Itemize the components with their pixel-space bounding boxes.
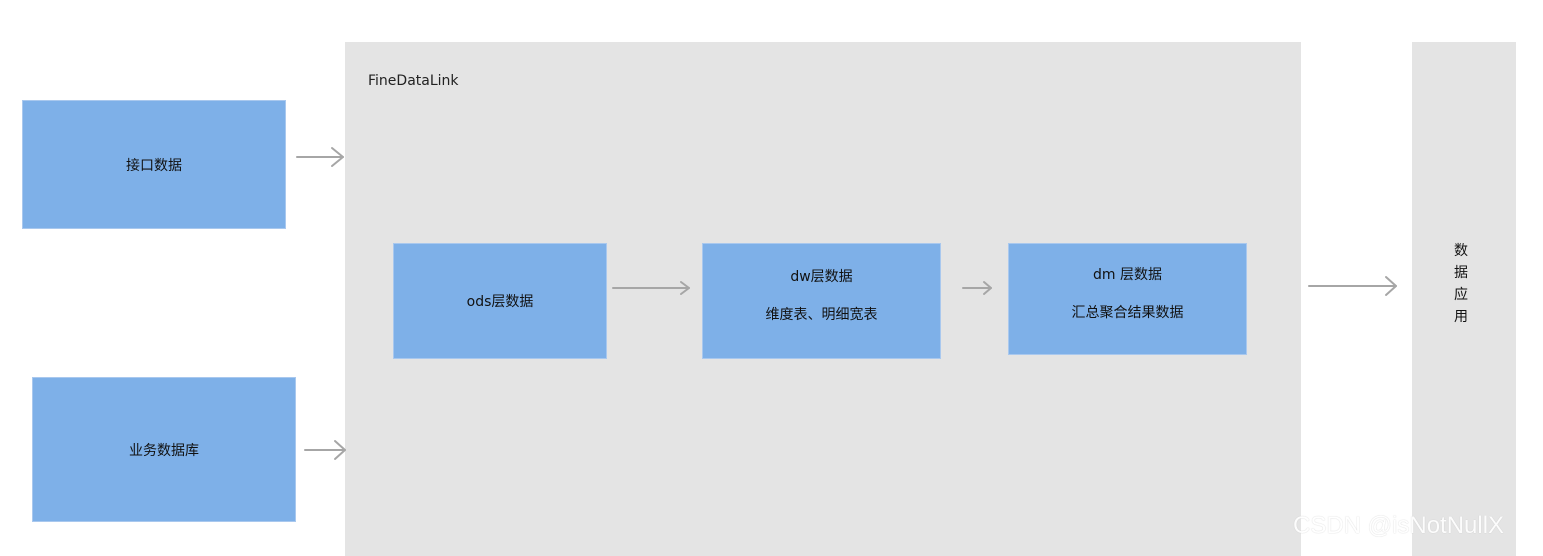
arrow-interface-to-platform bbox=[296, 147, 344, 167]
business-database-box: 业务数据库 bbox=[32, 377, 296, 522]
app-char-2: 据 bbox=[1454, 265, 1468, 281]
arrow-ods-to-dw bbox=[612, 281, 690, 295]
interface-data-box: 接口数据 bbox=[22, 100, 286, 229]
dm-layer-subtitle: 汇总聚合结果数据 bbox=[1071, 305, 1184, 321]
interface-data-label: 接口数据 bbox=[126, 157, 182, 174]
data-application-label: 数 据 应 用 bbox=[1412, 240, 1510, 328]
ods-layer-label: ods层数据 bbox=[466, 294, 534, 310]
arrow-bizdb-to-platform bbox=[304, 440, 346, 460]
dm-layer-box: dm 层数据 汇总聚合结果数据 bbox=[1008, 243, 1247, 355]
dm-layer-label: dm 层数据 bbox=[1093, 267, 1162, 283]
app-char-3: 应 bbox=[1454, 287, 1468, 303]
dw-layer-box: dw层数据 维度表、明细宽表 bbox=[702, 243, 941, 359]
arrow-dm-to-application bbox=[1308, 276, 1397, 296]
app-char-1: 数 bbox=[1454, 243, 1468, 259]
ods-layer-box: ods层数据 bbox=[393, 243, 607, 359]
dw-layer-subtitle: 维度表、明细宽表 bbox=[765, 307, 878, 323]
arrow-dw-to-dm bbox=[962, 281, 992, 295]
data-application-panel bbox=[1412, 42, 1516, 556]
business-database-label: 业务数据库 bbox=[129, 442, 199, 459]
platform-title: FineDataLink bbox=[368, 73, 459, 89]
app-char-4: 用 bbox=[1454, 309, 1468, 325]
watermark: CSDN @isNotNullX bbox=[1293, 512, 1505, 539]
dw-layer-label: dw层数据 bbox=[790, 269, 853, 285]
